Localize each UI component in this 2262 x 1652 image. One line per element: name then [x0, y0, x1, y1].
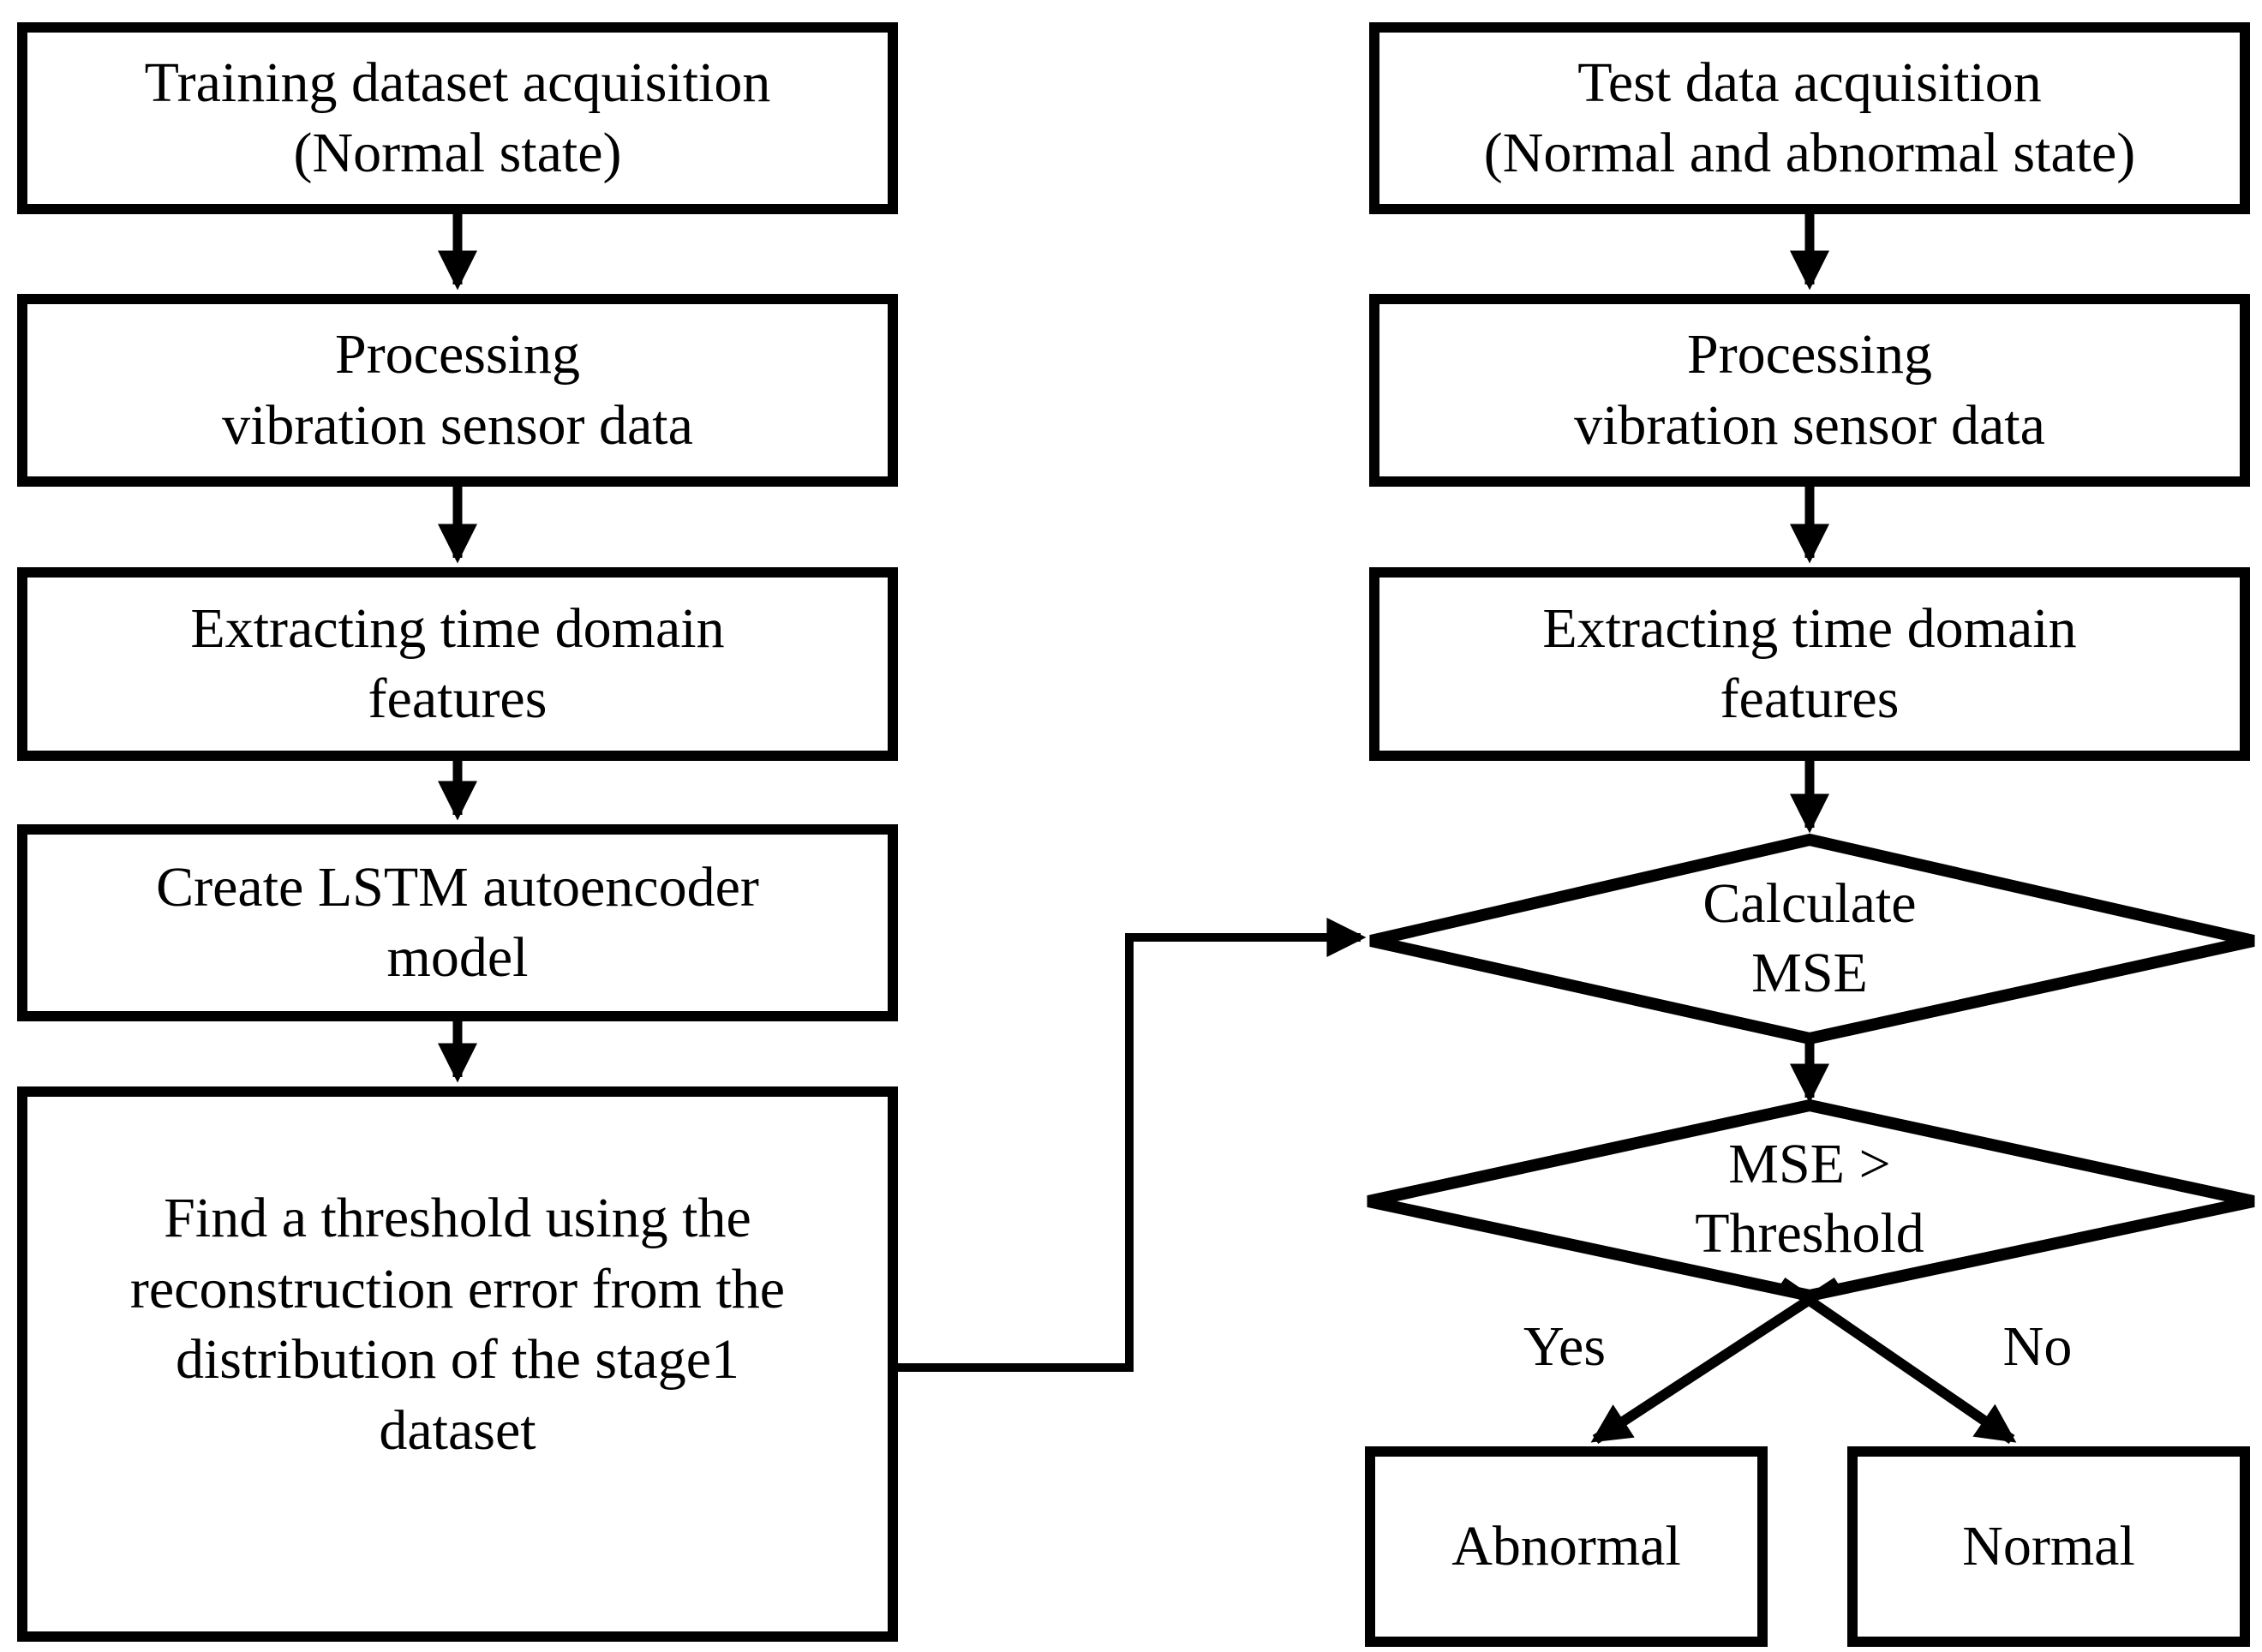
decision-calculate-mse-label: Calculate MSE: [1702, 872, 1917, 1004]
node-find-threshold: Find a threshold using the reconstructio…: [17, 1086, 898, 1642]
arrow-no-normal-icon: [1779, 1278, 2017, 1444]
branch-label-no: No: [2002, 1314, 2073, 1378]
node-outcome-abnormal: Abnormal: [1365, 1446, 1768, 1647]
node-extracting-features-left: Extracting time domain features: [17, 567, 898, 761]
node-processing-vibration-left: Processing vibration sensor data: [17, 294, 898, 487]
node-create-lstm-autoencoder: Create LSTM autoencoder model: [17, 824, 898, 1021]
node-extracting-features-right: Extracting time domain features: [1369, 567, 2250, 761]
node-training-dataset-acquisition: Training dataset acquisition (Normal sta…: [17, 22, 898, 214]
node-outcome-normal: Normal: [1847, 1446, 2250, 1647]
decision-mse-threshold-label: MSE > Threshold: [1695, 1133, 1924, 1265]
branch-label-yes: Yes: [1523, 1314, 1607, 1378]
node-processing-vibration-right: Processing vibration sensor data: [1369, 294, 2250, 487]
arrow-yes-abnormal-icon: [1590, 1277, 1840, 1445]
node-test-data-acquisition: Test data acquisition (Normal and abnorm…: [1369, 22, 2250, 214]
connector-threshold-to-mse-icon: [893, 918, 1367, 1372]
